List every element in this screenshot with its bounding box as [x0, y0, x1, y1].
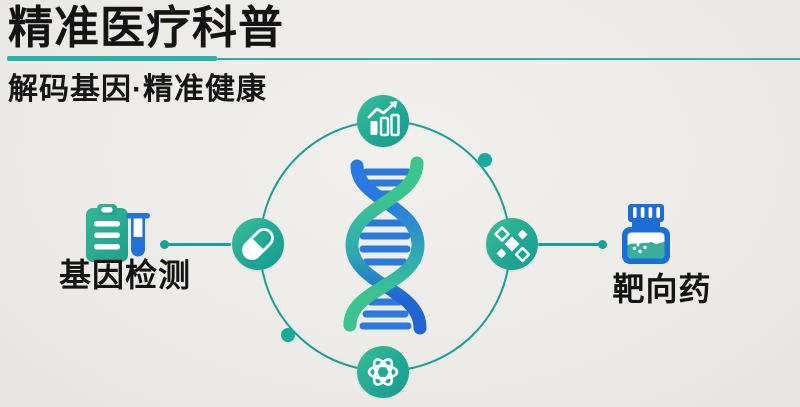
growth-chart-icon	[367, 101, 400, 137]
left-connector-dot	[160, 239, 169, 249]
capsule-pill-icon	[242, 228, 274, 260]
orbit-badge-bottom	[357, 346, 409, 398]
orbit-badge-top	[357, 95, 409, 147]
title-divider-line	[212, 57, 800, 60]
dna-strand-overlap	[343, 277, 409, 332]
orbit-badge-right	[486, 218, 538, 270]
orbit-dot-top-right	[478, 153, 492, 167]
dna-helix-icon	[343, 156, 427, 335]
targeted-drug-label: 靶向药	[612, 271, 712, 307]
report-clipboard-icon	[86, 204, 128, 262]
gene-testing-icons	[86, 204, 150, 262]
dna-strand-green-blue	[345, 156, 427, 335]
medicine-bottle-icon	[622, 204, 670, 264]
dna-rungs	[359, 168, 412, 330]
orbit-dot-bottom-left	[281, 328, 295, 342]
orbit-badge-left	[232, 218, 284, 270]
left-connector-line	[167, 242, 231, 246]
page-subtitle: 解码基因·精准健康	[8, 73, 267, 106]
gene-testing-label: 基因检测	[59, 257, 192, 293]
page-title: 精准医疗科普	[8, 2, 285, 53]
right-connector-line	[538, 242, 600, 246]
atom-icon	[367, 358, 399, 386]
title-divider-accent	[7, 56, 217, 61]
right-connector-dot	[598, 239, 607, 249]
test-tube-icon	[126, 213, 150, 257]
molecule-diamonds-icon	[494, 226, 531, 263]
